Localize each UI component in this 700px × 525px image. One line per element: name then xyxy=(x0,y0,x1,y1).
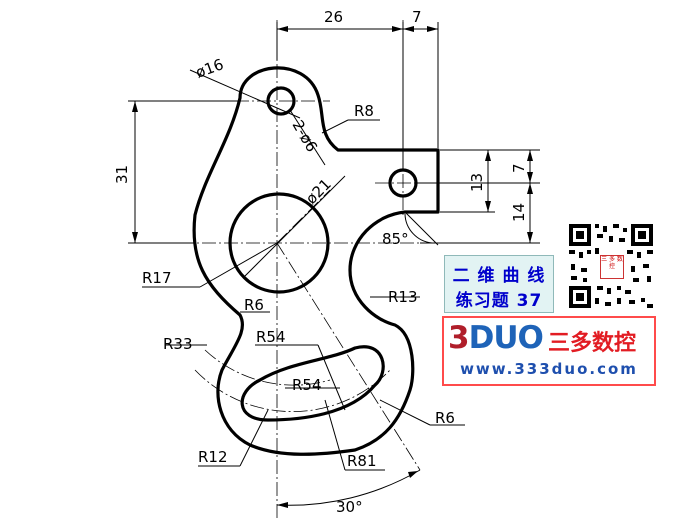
dim-text-r6-left: R6 xyxy=(244,296,264,314)
center-hole-dia21 xyxy=(228,192,330,294)
centerline-slot-radial xyxy=(276,242,421,471)
arrow xyxy=(527,172,533,183)
arrow xyxy=(527,183,533,194)
dim-text-r54-mid: R54 xyxy=(292,376,322,394)
leader-r8 xyxy=(321,119,349,134)
dim-text-r6-right: R6 xyxy=(435,409,455,427)
arrow xyxy=(485,150,491,161)
leader-2xdia6 xyxy=(289,109,326,166)
title-number: 37 xyxy=(516,291,543,311)
centerline-r54-left xyxy=(204,349,331,386)
leader-r81 xyxy=(324,399,346,471)
dim-text-30deg: 30° xyxy=(336,498,363,516)
arrow xyxy=(277,26,288,32)
title-box: 二 维 曲 线 练习题 37 xyxy=(444,255,554,313)
qr-code-icon xyxy=(567,222,655,310)
arrow xyxy=(527,150,533,161)
brand-logo-3: 3 xyxy=(448,320,470,356)
leader-r17-d xyxy=(199,242,278,288)
arrow xyxy=(408,471,418,478)
dim-text-r13: R13 xyxy=(388,288,418,306)
brand-name: 三多数控 xyxy=(548,331,637,356)
brand-logo: 3DUO xyxy=(448,320,544,356)
dim-text-14: 14 xyxy=(510,203,528,222)
leader-r54-top-d xyxy=(317,344,346,411)
title-line-2: 练习题 37 xyxy=(445,286,553,311)
outer-profile xyxy=(192,66,440,456)
brand-url[interactable]: www.333duo.com xyxy=(460,360,638,378)
leader-dia21 xyxy=(242,175,346,279)
dim-text-26: 26 xyxy=(324,8,343,26)
arrow xyxy=(403,26,414,32)
angle-arc-85 xyxy=(404,213,433,244)
title-line-2-text: 练习题 xyxy=(455,291,517,311)
centerline-dia21 xyxy=(276,189,331,244)
arrow xyxy=(277,502,288,508)
leader-r12-d xyxy=(239,409,269,467)
arrow xyxy=(427,26,438,32)
brand-banner[interactable]: 3DUO 三多数控 www.333duo.com xyxy=(442,316,656,386)
dim-text-r8: R8 xyxy=(354,102,374,120)
dim-text-31: 31 xyxy=(113,165,131,184)
brand-logo-o: O xyxy=(517,320,544,356)
dim-text-7-right: 7 xyxy=(510,163,528,173)
dim-text-r33: R33 xyxy=(163,335,193,353)
dim-text-r12: R12 xyxy=(198,448,228,466)
dim-text-r81: R81 xyxy=(347,452,377,470)
inner-slot xyxy=(240,345,385,422)
angle-arc-30 xyxy=(276,469,421,506)
dim-text-13: 13 xyxy=(468,173,486,192)
leader-r6-right xyxy=(379,399,431,426)
arrow xyxy=(527,232,533,243)
dim-text-dia16: ø16 xyxy=(193,55,226,82)
arrow xyxy=(132,232,138,243)
dim-text-85deg: 85° xyxy=(382,230,409,248)
arrow xyxy=(132,101,138,112)
brand-logo-d: D xyxy=(468,320,495,356)
dim-text-r17: R17 xyxy=(142,269,172,287)
dim-text-7-top: 7 xyxy=(412,8,422,26)
top-hole xyxy=(266,86,296,116)
leader-dia16 xyxy=(189,69,301,119)
arrow xyxy=(392,26,403,32)
ext-85 xyxy=(404,211,439,246)
dim-text-r54-top: R54 xyxy=(256,328,286,346)
title-line-1: 二 维 曲 线 xyxy=(452,266,546,286)
brand-logo-u: U xyxy=(493,320,518,356)
arrow xyxy=(485,201,491,212)
qr-badge: 三 多 数 控 xyxy=(600,255,624,279)
dim-text-2xdia6: 2-ø6 xyxy=(289,117,321,155)
